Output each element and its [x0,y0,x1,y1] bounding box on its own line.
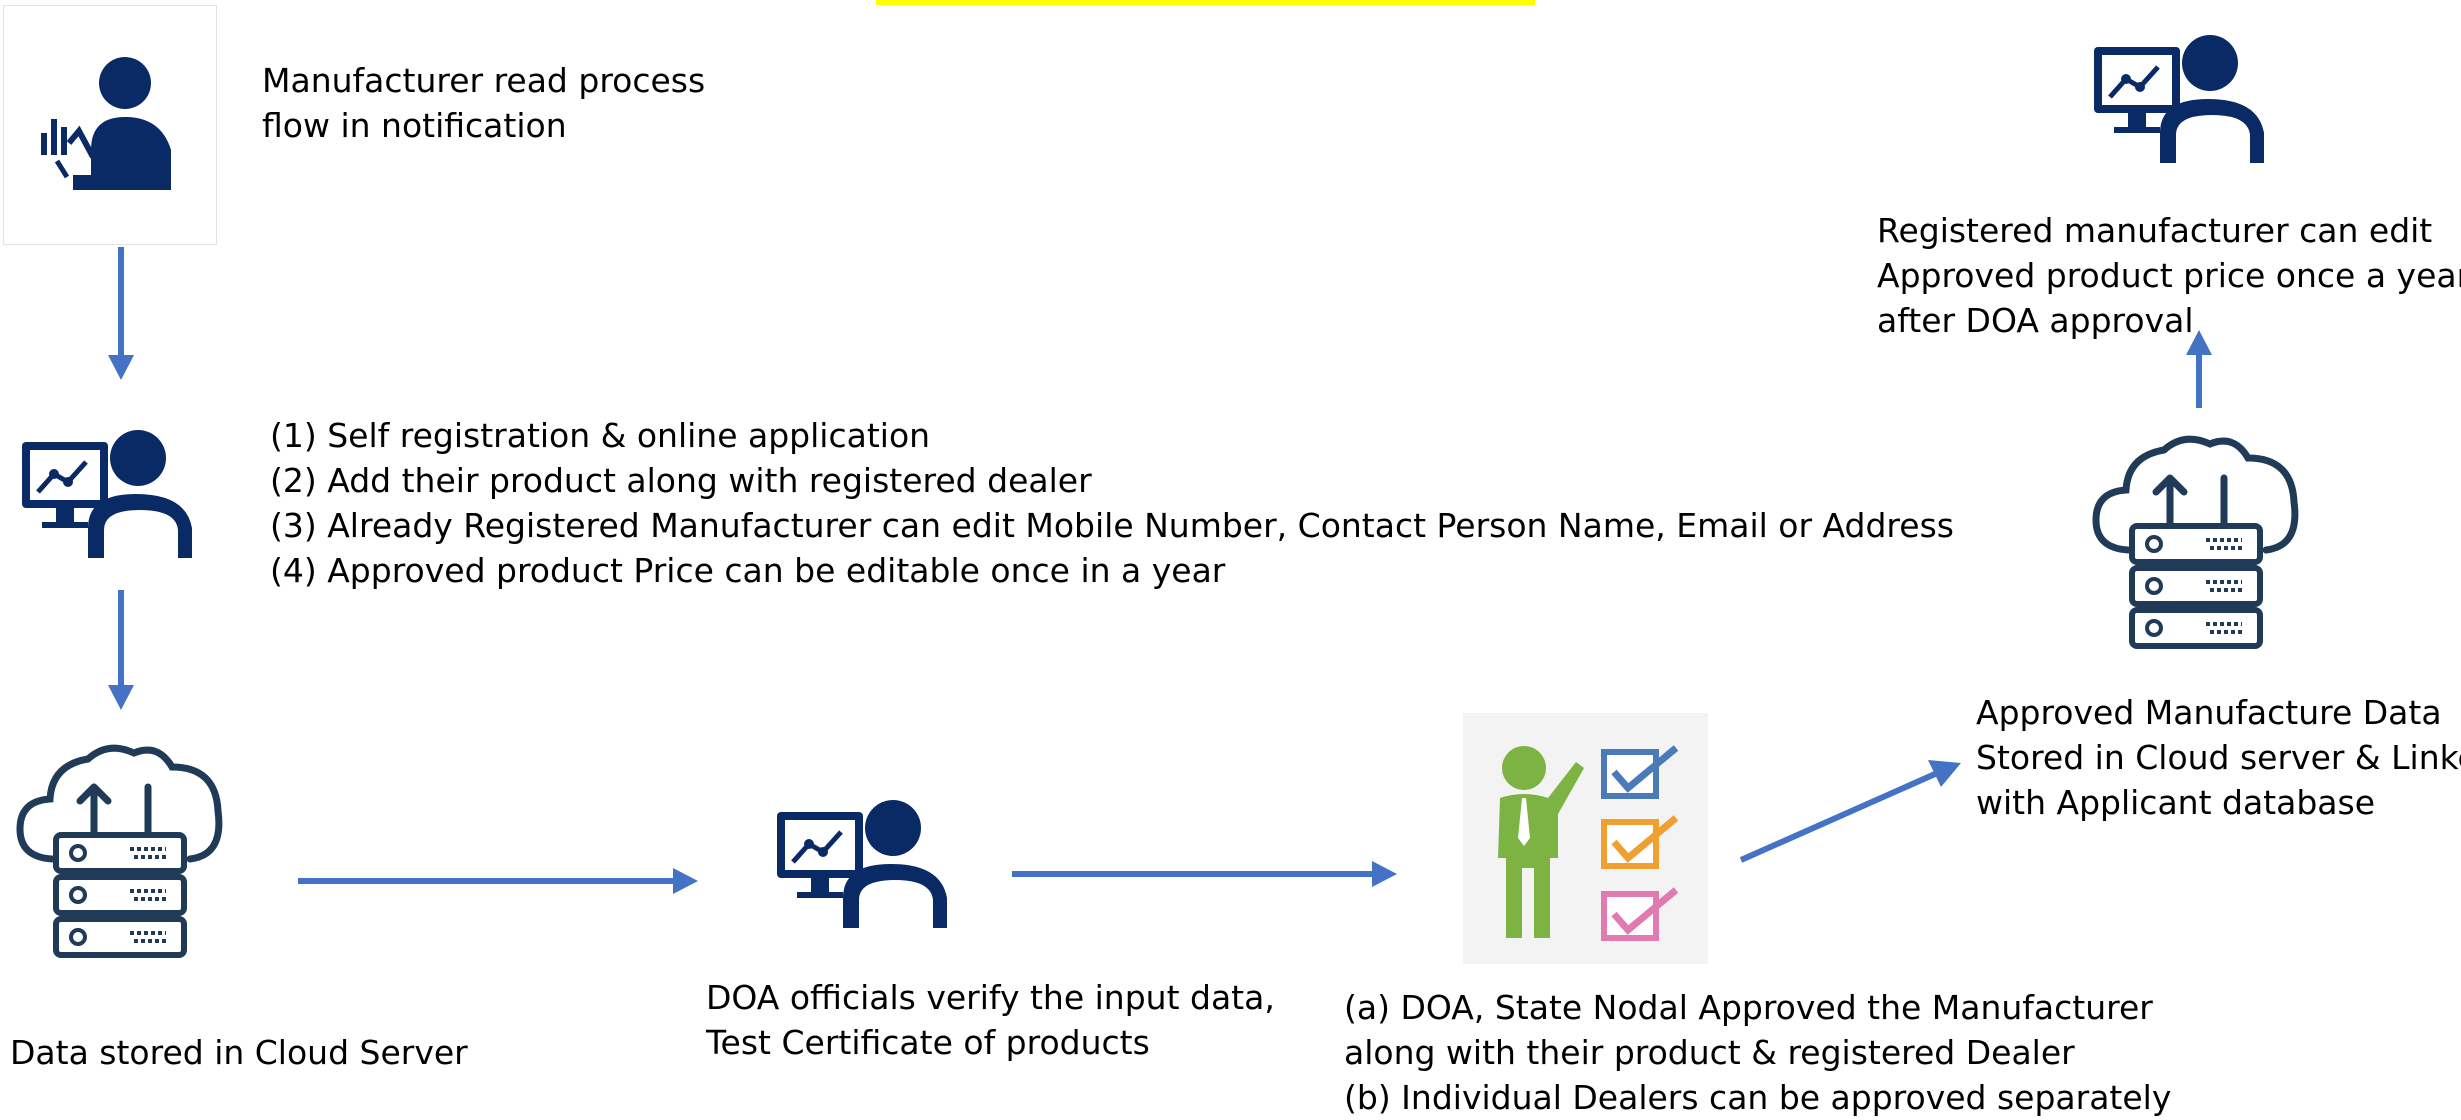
arrow-diagonal-up [1739,760,1961,863]
text-line: (a) DOA, State Nodal Approved the Manufa… [1344,988,2153,1027]
doa-verify-text: DOA officials verify the input data, Tes… [706,975,1275,1065]
person-at-computer-icon [777,800,947,928]
registration-step: (3) Already Registered Manufacturer can … [270,506,1954,545]
arrow-down-1 [108,247,134,380]
cloud-store-text: Data stored in Cloud Server [10,1030,468,1075]
arrow-right-2 [1012,861,1397,887]
text-line: DOA officials verify the input data, [706,978,1275,1017]
price-edit-text: Registered manufacturer can edit Approve… [1877,208,2461,343]
cloud-server-icon [2092,435,2299,649]
text-line: Approved product price once a year [1877,256,2461,295]
text-line: Approved Manufacture Data [1976,693,2442,732]
text-line: Test Certificate of products [706,1023,1150,1062]
approved-cloud-text: Approved Manufacture Data Stored in Clou… [1976,690,2461,825]
cloud-server-icon [16,744,223,958]
person-at-computer-icon [2094,35,2264,163]
text-line: Registered manufacturer can edit [1877,211,2433,250]
text-line: Stored in Cloud server & Linked [1976,738,2461,777]
text-line: (b) Individual Dealers can be approved s… [1344,1078,2172,1117]
text-line: after DOA approval [1877,301,2194,340]
text-line: Manufacturer read process [262,61,706,100]
arrow-down-2 [108,590,134,710]
approval-text: (a) DOA, State Nodal Approved the Manufa… [1344,985,2171,1120]
highlight-bar [876,0,1535,5]
person-at-computer-icon [22,430,192,558]
checklist-presenter-icon [1498,745,1679,941]
registration-step: (4) Approved product Price can be editab… [270,551,1226,590]
registration-step: (1) Self registration & online applicati… [270,416,931,455]
person-with-chart-icon [41,57,171,190]
manufacturer-read-text: Manufacturer read process flow in notifi… [262,58,705,148]
registration-steps: (1) Self registration & online applicati… [270,413,1954,593]
text-line: along with their product & registered De… [1344,1033,2075,1072]
text-line: Data stored in Cloud Server [10,1033,468,1072]
arrow-up [2186,330,2212,408]
arrow-right-1 [298,868,698,894]
text-line: with Applicant database [1976,783,2376,822]
text-line: flow in notification [262,106,567,145]
registration-step: (2) Add their product along with registe… [270,461,1092,500]
